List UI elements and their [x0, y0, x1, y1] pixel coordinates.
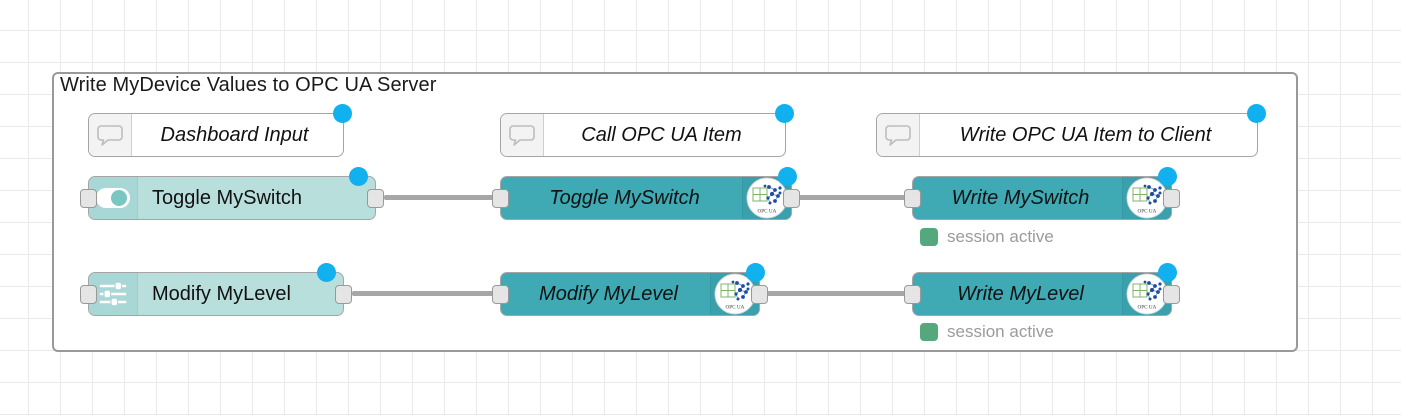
- node-toggle-myswitch-dashboard[interactable]: Toggle MySwitch: [80, 167, 384, 220]
- node-output-port[interactable]: [751, 285, 768, 304]
- flow-group-title: Write MyDevice Values to OPC UA Server: [60, 74, 437, 96]
- svg-text:OPC UA: OPC UA: [758, 209, 777, 215]
- opc-ua-icon: OPC UA: [710, 273, 759, 315]
- node-output-port[interactable]: [1163, 285, 1180, 304]
- node-output-port[interactable]: [783, 189, 800, 208]
- node-output-port[interactable]: [367, 189, 384, 208]
- comment-label: Write OPC UA Item to Client: [959, 123, 1212, 146]
- node-label: Toggle MySwitch: [549, 186, 700, 209]
- wire-level-dash-to-call: [352, 291, 500, 296]
- changed-badge: [746, 263, 765, 282]
- node-write-mylevel-opcua[interactable]: Write MyLevel: [904, 263, 1180, 316]
- comment-icon: [89, 114, 132, 156]
- node-label: Modify MyLevel: [152, 282, 291, 305]
- toggle-switch-icon: [89, 177, 138, 219]
- node-modify-mylevel-dashboard[interactable]: Modify MyLevel: [80, 263, 352, 316]
- node-input-port[interactable]: [492, 189, 509, 208]
- node-label: Write MySwitch: [951, 186, 1090, 209]
- slider-icon: [89, 273, 138, 315]
- node-modify-mylevel-opcua[interactable]: Modify MyLevel: [492, 263, 768, 316]
- comment-label: Dashboard Input: [160, 123, 309, 146]
- node-input-port[interactable]: [904, 189, 921, 208]
- changed-badge: [1247, 104, 1266, 123]
- changed-badge: [333, 104, 352, 123]
- svg-text:OPC UA: OPC UA: [726, 305, 745, 311]
- changed-badge: [1158, 167, 1177, 186]
- wire-toggle-dash-to-call: [384, 195, 500, 200]
- svg-text:OPC UA: OPC UA: [1138, 209, 1157, 215]
- changed-badge: [778, 167, 797, 186]
- node-label: Toggle MySwitch: [152, 186, 303, 209]
- node-output-port[interactable]: [1163, 189, 1180, 208]
- wire-toggle-call-to-write: [792, 195, 912, 200]
- node-toggle-myswitch-opcua[interactable]: Toggle MySwitch: [492, 167, 800, 220]
- node-output-port[interactable]: [335, 285, 352, 304]
- changed-badge: [317, 263, 336, 282]
- changed-badge: [1158, 263, 1177, 282]
- node-input-port[interactable]: [492, 285, 509, 304]
- node-input-port[interactable]: [80, 189, 97, 208]
- status-label: session active: [947, 227, 1054, 246]
- comment-node-call-opc-ua-item[interactable]: Call OPC UA Item: [500, 104, 794, 157]
- comment-icon: [501, 114, 544, 156]
- svg-text:OPC UA: OPC UA: [1138, 305, 1157, 311]
- wire-level-call-to-write: [760, 291, 912, 296]
- node-input-port[interactable]: [80, 285, 97, 304]
- comment-label: Call OPC UA Item: [581, 123, 742, 146]
- node-label: Write MyLevel: [957, 282, 1084, 305]
- changed-badge: [775, 104, 794, 123]
- status-label: session active: [947, 322, 1054, 341]
- changed-badge: [349, 167, 368, 186]
- status-badge-level: session active: [920, 322, 1054, 342]
- status-dot: [920, 323, 938, 341]
- status-dot: [920, 228, 938, 246]
- comment-icon: [877, 114, 920, 156]
- comment-node-dashboard-input[interactable]: Dashboard Input: [88, 104, 352, 157]
- node-write-myswitch-opcua[interactable]: Write MySwitch: [904, 167, 1180, 220]
- comment-node-write-opc-ua-item-to-client[interactable]: Write OPC UA Item to Client: [876, 104, 1266, 157]
- node-input-port[interactable]: [904, 285, 921, 304]
- status-badge-switch: session active: [920, 227, 1054, 247]
- node-label: Modify MyLevel: [539, 282, 678, 305]
